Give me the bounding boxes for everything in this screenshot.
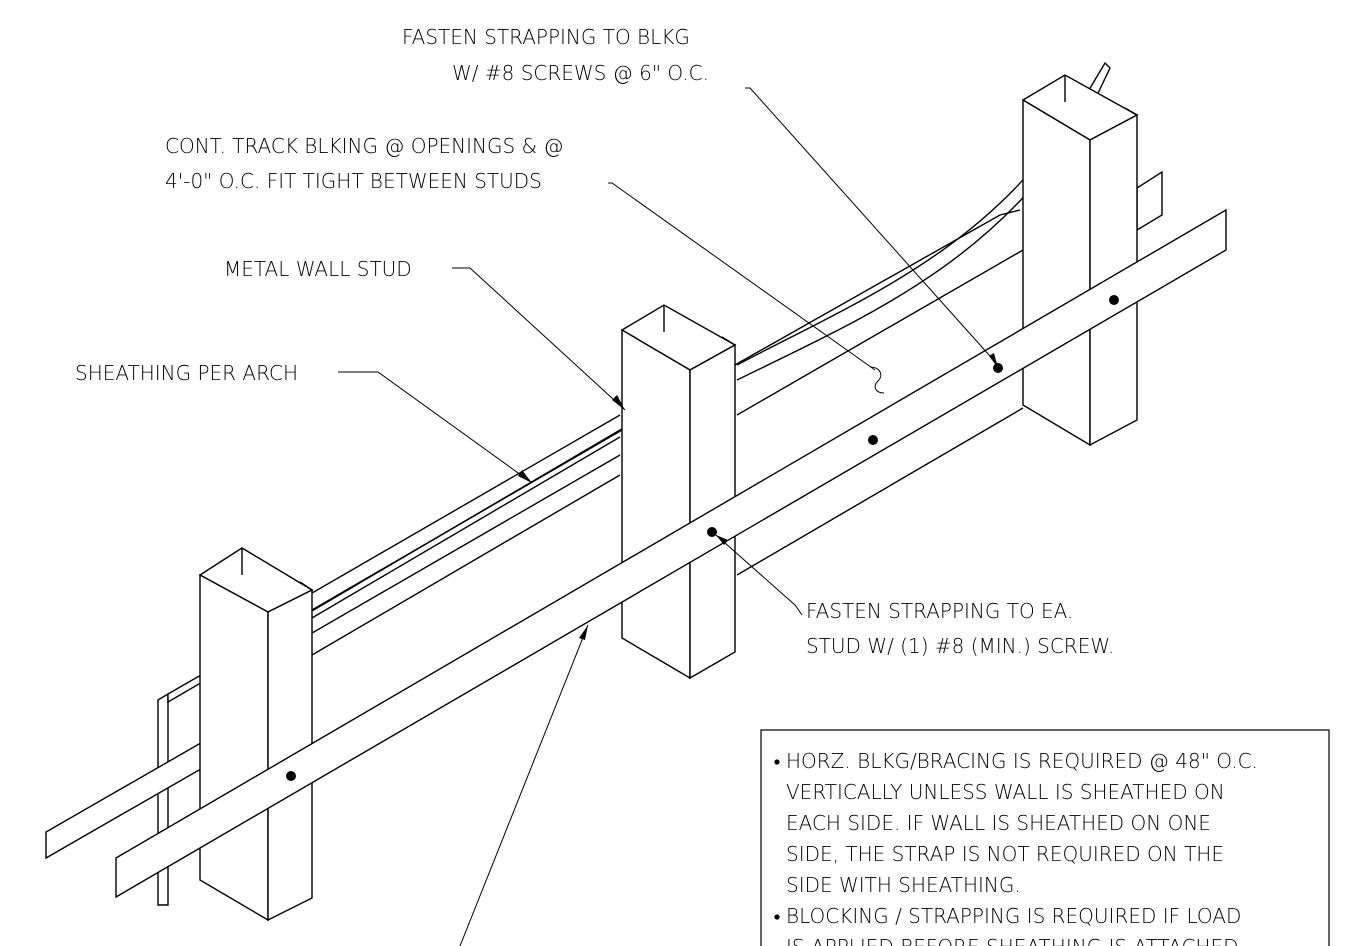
callout-fasten-blkg-line1: FASTEN STRAPPING TO BLKG [402,25,690,49]
note-bullet-2 [774,914,780,920]
note-bullet-1 [774,759,780,765]
metal-stud-left [198,547,314,922]
screw-3 [868,435,878,445]
break-symbol [869,366,885,394]
callout-fasten-blkg-line2: W/ #8 SCREWS @ 6" O.C. [452,61,709,85]
note-line-6: BLOCKING / STRAPPING IS REQUIRED IF LOAD [786,904,1241,928]
note-line-2: VERTICALLY UNLESS WALL IS SHEATHED ON [786,780,1225,804]
notes-box: HORZ. BLKG/BRACING IS REQUIRED @ 48" O.C… [760,729,1330,946]
note-line-7: IS APPLIED BEFORE SHEATHING IS ATTACHED. [786,935,1245,946]
callout-sheathing: SHEATHING PER ARCH [75,361,298,385]
metal-stud-right [1021,74,1139,447]
callout-fasten-stud-line1: FASTEN STRAPPING TO EA. [806,599,1073,623]
leader-lines [338,87,999,946]
metal-stud-middle [620,304,737,680]
screw-5 [1109,295,1119,305]
note-line-4: SIDE, THE STRAP IS NOT REQUIRED ON THE [786,842,1224,866]
callout-track-blking-line1: CONT. TRACK BLKING @ OPENINGS & @ [165,134,564,158]
note-line-5: SIDE WITH SHEATHING. [786,873,1021,897]
screws [286,295,1119,781]
screw-1 [286,771,296,781]
callout-track-blking-line2: 4'-0" O.C. FIT TIGHT BETWEEN STUDS [165,169,542,193]
strapping [115,208,1227,899]
note-line-1: HORZ. BLKG/BRACING IS REQUIRED @ 48" O.C… [786,749,1258,773]
screw-2 [707,527,717,537]
callout-fasten-stud-line2: STUD W/ (1) #8 (MIN.) SCREW. [806,634,1114,658]
callout-metal-wall-stud: METAL WALL STUD [224,257,412,281]
callouts: FASTEN STRAPPING TO BLKG W/ #8 SCREWS @ … [75,25,1114,658]
note-line-3: EACH SIDE. IF WALL IS SHEATHED ON ONE [786,811,1211,835]
